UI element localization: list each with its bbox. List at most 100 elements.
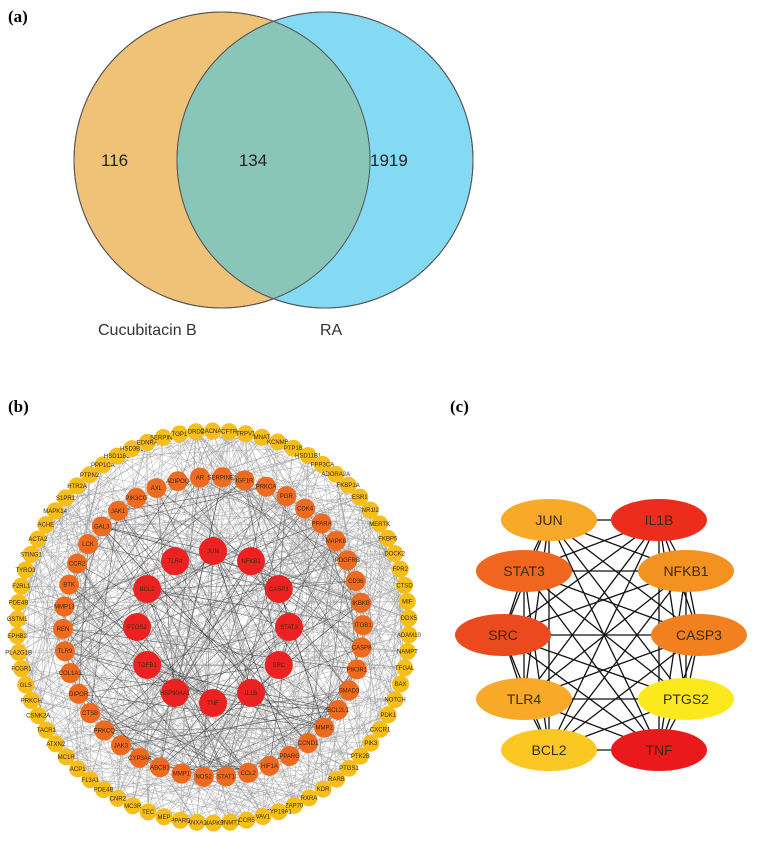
hub-node-label: SRC [488,627,518,643]
network-node-circle [171,811,189,829]
network-node-circle [351,637,372,658]
network-node-label: SERPINA [150,435,176,441]
network-edge [25,569,165,817]
network-node-label: CNR2 [110,796,127,802]
network-node: SMAD3 [339,680,360,701]
network-node-label: FKBP1A [337,483,360,489]
network-edge [307,540,337,744]
network-node-circle [68,683,89,704]
network-edge [261,437,396,700]
hub-node-casp3: CASP3 [651,614,747,656]
network-node: HSD11B1 [295,447,322,465]
network-node: MAPK8 [326,530,347,551]
network-node-circle [29,530,47,548]
network-node: MIF [398,593,416,611]
hub-edge [502,634,660,751]
network-node: F2RL1 [12,577,31,595]
network-node-circle [139,803,157,821]
network-node: PLA2G1B [5,643,32,661]
network-edge [147,437,164,812]
network-edge [70,672,324,790]
network-edge [117,510,214,704]
hub-node-ellipse [455,614,551,656]
network-node-label: PTGS2 [127,625,147,631]
network-node-circle [400,609,418,627]
network-node: PPP1CA [91,456,115,474]
network-node-circle [110,735,131,756]
network-edge [323,669,358,728]
network-node-label: JAK3 [114,743,129,749]
network-node-label: PTK2B [351,754,370,760]
hub-node-label: JUN [535,512,562,528]
network-node: EDNRA [137,433,158,451]
network-edge [78,464,104,694]
network-edge [278,464,323,590]
network-node-circle [68,477,86,495]
network-edge [90,712,249,774]
network-node-circle [37,516,55,534]
network-node-label: STING1 [20,552,42,558]
network-node-label: MC3R [124,804,142,810]
network-edge [261,437,364,626]
network-edge [64,650,339,711]
network-node-label: HIF1A [261,764,278,770]
network-node: CNR2 [109,789,127,807]
network-node-circle [371,720,389,738]
network-edge [163,692,252,817]
network-node-circle [199,689,227,717]
hub-node-ptgs2: PTGS2 [638,678,734,720]
network-node: VAV1 [254,808,272,826]
hub-node-label: STAT3 [503,563,545,579]
network-edge [104,602,362,731]
network-node: PPARG [279,745,300,766]
network-node-circle [17,676,35,694]
network-node: AR [189,467,210,488]
network-node-circle [161,678,189,707]
network-edge [181,433,246,774]
network-node-label: BTK [63,583,75,589]
network-node-label: PRKCQ [94,728,116,734]
network-node-label: HSD11B1 [295,454,322,460]
hub-node-label: NFKB1 [663,563,708,579]
network-node-circle [339,476,357,494]
network-edge [359,497,410,635]
network-node: GAL3 [91,516,112,537]
network-node-label: CASP3 [269,587,289,593]
network-node-circle [53,618,74,639]
network-node: PPARA [311,513,332,534]
network-node: TACR1 [37,721,57,739]
network-node-circle [345,571,366,592]
network-node: BAX [392,675,410,693]
network-node: MC1R [58,748,75,766]
network-node-label: LCK [82,542,94,548]
network-edge [18,602,401,685]
network-edge [45,524,362,648]
network-edge [101,486,267,527]
network-edge [146,430,213,590]
network-edge [46,540,337,731]
network-edge [16,635,119,799]
network-edge [212,430,395,554]
network-node-circle [351,592,372,613]
network-node-label: MAPK14 [43,509,67,515]
network-node: FKBP5 [378,529,398,547]
network-edge [55,585,405,745]
network-edge [278,448,294,590]
network-node-label: ADORA2A [321,472,350,478]
network-node-circle [123,613,151,641]
network-node-label: TNF [207,701,219,707]
network-edge [181,773,247,821]
network-node: STING1 [20,545,42,563]
network-node-label: GAL3 [94,524,110,530]
network-node: KCNMB [267,433,289,451]
ppi-network: (b) DRD2CACNA1CFTRTRPV1MNATKCNMBPTP1BHSD… [5,397,422,832]
network-edge [45,433,180,525]
hub-node-il1b: IL1B [611,499,707,541]
network-node-label: TGFB1 [138,663,158,669]
network-node-label: PPARG [279,754,300,760]
network-node-label: DDX5 [401,616,418,622]
network-node-circle [10,594,28,612]
network-edge [293,538,389,806]
